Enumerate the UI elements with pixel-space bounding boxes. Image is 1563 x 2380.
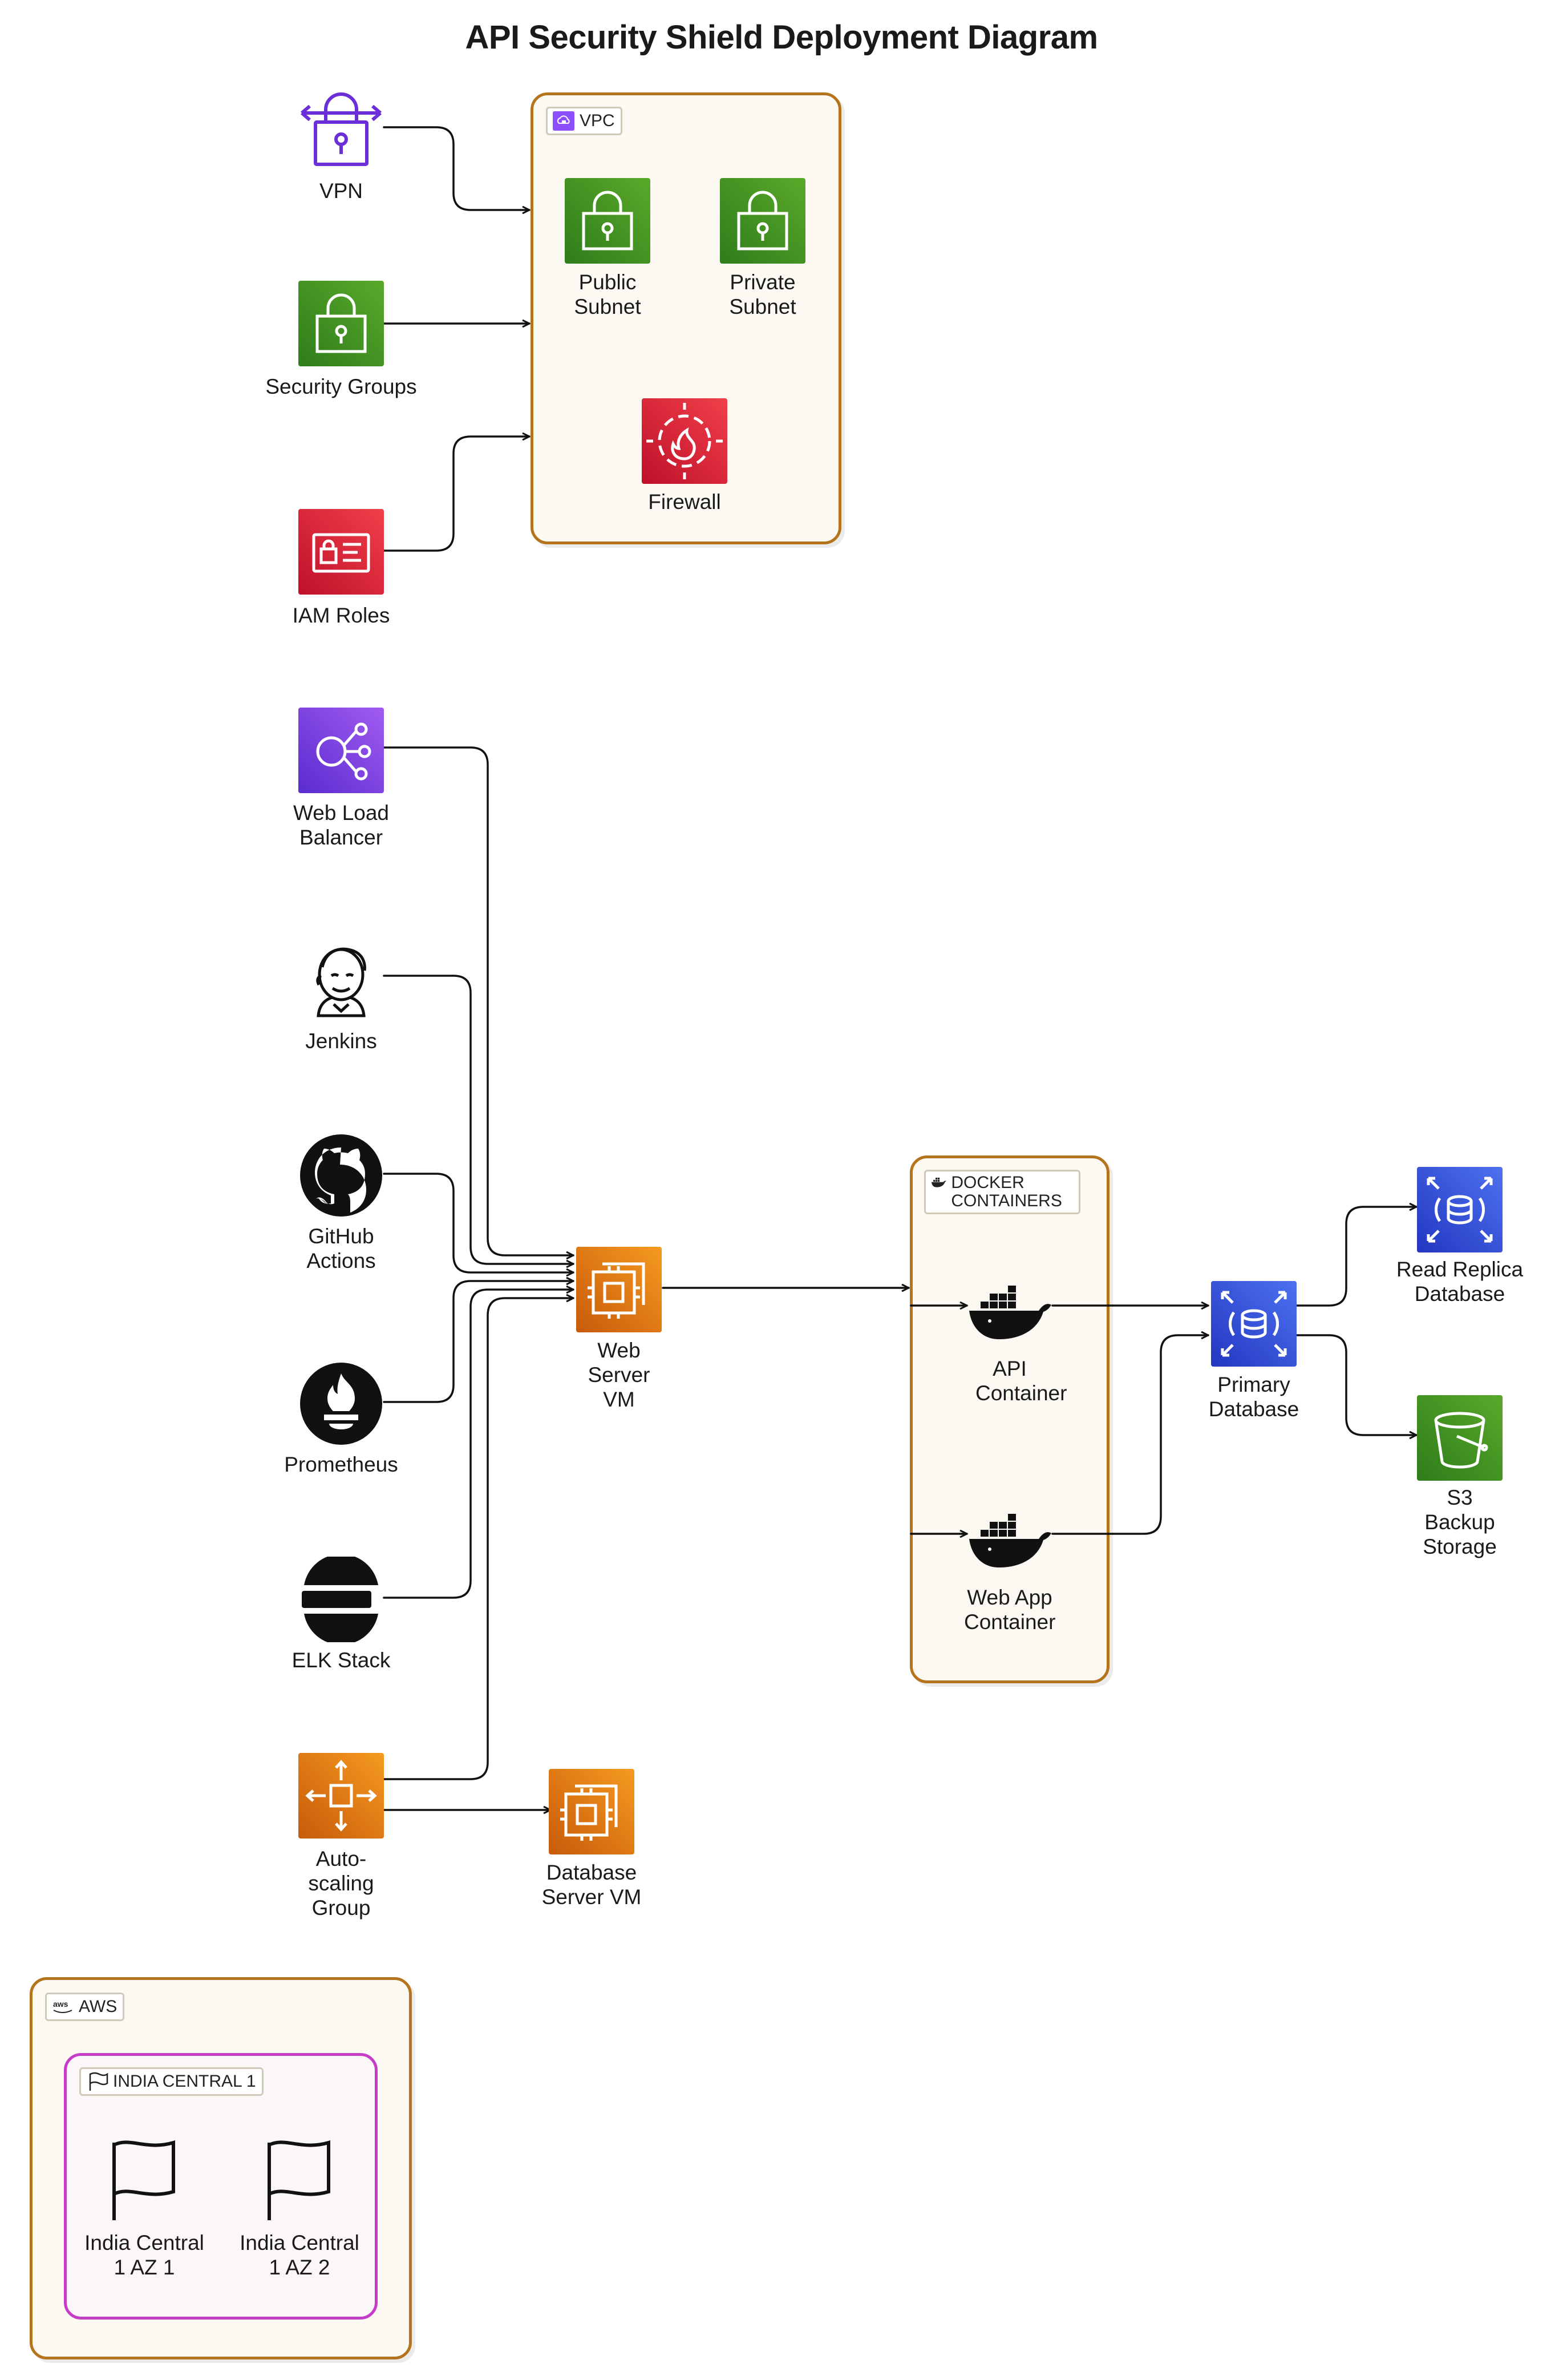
autoscaling-group-label: Auto-scaling Group [308, 1847, 374, 1920]
s3-bucket-icon [1434, 1412, 1488, 1469]
edge-elk-webserver [383, 1290, 574, 1599]
prometheus-node[interactable] [298, 1361, 384, 1446]
prometheus-label: Prometheus [284, 1453, 398, 1476]
docker-icon [930, 1174, 946, 1194]
iam-roles-node[interactable] [298, 509, 384, 595]
read-replica-node[interactable] [1417, 1167, 1503, 1252]
region-tag: INDIA CENTRAL 1 [79, 2067, 264, 2096]
elastic-icon [302, 1557, 378, 1642]
prometheus-icon [300, 1363, 382, 1445]
az1-node[interactable] [102, 2137, 187, 2223]
elk-stack-node[interactable] [298, 1557, 384, 1642]
elb-icon [316, 722, 371, 781]
web-load-balancer-node[interactable] [298, 708, 384, 793]
autoscaling-icon [305, 1760, 377, 1832]
web-server-vm-node[interactable] [576, 1247, 662, 1332]
vpc-icon [552, 111, 575, 131]
padlock-icon [737, 191, 788, 250]
az2-node[interactable] [257, 2137, 342, 2223]
github-icon [300, 1134, 382, 1217]
svg-text:aws: aws [53, 1999, 68, 2009]
flag-icon [112, 2140, 175, 2220]
web-app-container-node[interactable] [967, 1492, 1052, 1578]
docker-group-label: DOCKER CONTAINERS [951, 1173, 1062, 1210]
region-label: INDIA CENTRAL 1 [113, 2072, 256, 2091]
api-container-label: API Container [975, 1357, 1067, 1405]
az2-label: India Central 1 AZ 2 [240, 2231, 359, 2279]
vpc-group-label: VPC [580, 111, 615, 130]
docker-whale-icon [968, 1286, 1051, 1339]
jenkins-node[interactable] [298, 936, 384, 1021]
flag-icon [86, 2071, 108, 2092]
vpn-node[interactable] [298, 84, 384, 170]
az1-label: India Central 1 AZ 1 [84, 2231, 204, 2279]
aws-group-tag: aws AWS [45, 1993, 125, 2021]
web-server-vm-label: Web Server VM [588, 1339, 650, 1411]
iam-roles-label: IAM Roles [292, 604, 390, 627]
diagram-title: API Security Shield Deployment Diagram [465, 19, 1098, 56]
jenkins-icon [316, 947, 366, 1017]
aws-logo-icon: aws [51, 1997, 74, 2017]
ec2-chip-icon [560, 1784, 618, 1841]
database-server-vm-label: Database Server VM [541, 1861, 642, 1909]
docker-group-tag: DOCKER CONTAINERS [924, 1170, 1080, 1214]
ec2-chip-icon [588, 1262, 645, 1319]
vpc-group-tag: VPC [546, 107, 622, 135]
primary-database-node[interactable] [1211, 1281, 1297, 1367]
firewall-icon [646, 403, 723, 479]
edge-jenkins-webserver [383, 975, 574, 1264]
rds-icon [1427, 1177, 1493, 1243]
github-actions-label: GitHub Actions [306, 1225, 376, 1272]
padlock-icon [315, 293, 367, 353]
api-container-node[interactable] [967, 1264, 1052, 1349]
firewall-label: Firewall [648, 490, 721, 514]
security-groups-label: Security Groups [265, 375, 417, 398]
database-server-vm-node[interactable] [549, 1769, 634, 1854]
web-load-balancer-label: Web Load Balancer [293, 801, 389, 849]
security-groups-node[interactable] [298, 281, 384, 366]
public-subnet-node[interactable] [565, 178, 650, 264]
docker-whale-icon [968, 1514, 1051, 1567]
read-replica-label: Read Replica Database [1396, 1258, 1524, 1306]
s3-backup-node[interactable] [1417, 1395, 1503, 1481]
s3-backup-label: S3 Backup Storage [1423, 1486, 1497, 1558]
elk-stack-label: ELK Stack [291, 1648, 391, 1672]
id-card-icon [312, 533, 370, 573]
github-actions-node[interactable] [298, 1133, 384, 1218]
rds-icon [1221, 1291, 1287, 1357]
primary-database-label: Primary Database [1208, 1373, 1299, 1421]
web-app-container-label: Web App Container [964, 1586, 1056, 1634]
vpn-label: VPN [319, 179, 363, 203]
jenkins-label: Jenkins [305, 1029, 377, 1053]
vpn-lock-icon [301, 92, 382, 166]
public-subnet-label: Public Subnet [574, 270, 641, 318]
firewall-node[interactable] [642, 398, 727, 484]
india-central-1-region[interactable]: INDIA CENTRAL 1 [64, 2053, 378, 2320]
autoscaling-group-node[interactable] [298, 1753, 384, 1838]
flag-icon [268, 2140, 330, 2220]
padlock-icon [582, 191, 633, 250]
aws-group-label: AWS [79, 1997, 118, 2016]
edge-iam-vpc [383, 437, 531, 552]
private-subnet-node[interactable] [720, 178, 805, 264]
private-subnet-label: Private Subnet [729, 270, 796, 318]
